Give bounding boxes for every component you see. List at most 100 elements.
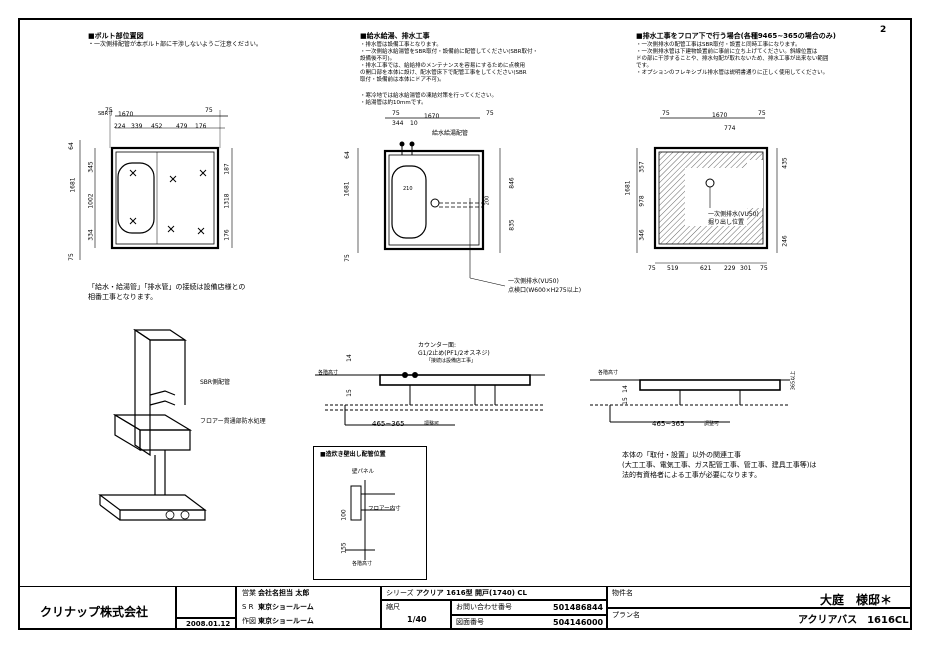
drawing-no-cell <box>451 615 607 630</box>
elev-right-365: 365以上 <box>790 370 797 391</box>
plan-value: アクリアバス 1616CL <box>798 615 909 626</box>
elev-dim-left-15: 15 <box>345 389 353 397</box>
elev-floor-right: 各階高寸 <box>598 370 619 376</box>
wall-pipe-box <box>313 446 427 580</box>
scale-cell <box>381 600 451 630</box>
floor-note-5: ・オプションのフレキシブル排水管は説明書通りに正しく使用してください。 <box>636 70 829 76</box>
floor-left-357: 357 <box>638 161 646 173</box>
sheet-number: 2 <box>880 25 887 35</box>
water-right-835: 835 <box>508 219 516 231</box>
property-label: 物件名 <box>612 589 633 597</box>
bolt-left-total: 1681 <box>69 177 77 193</box>
wall-box-bottom: 各階高寸 <box>352 561 373 567</box>
floor-left-978: 978 <box>638 195 646 207</box>
bolt-note: ・一次側排配管が本ボルト部に干渉しないようご注意ください。 <box>88 41 262 48</box>
floor-note-4: です。 <box>636 63 652 69</box>
bolt-left-top: 64 <box>67 142 75 150</box>
elev-range-left-suffix: 調整可 <box>424 421 440 427</box>
elevation-left-drawing <box>315 372 545 426</box>
floor-note-3: ドの部に干渉することや、排水勾配が取れないため、排水工事が出来ない範囲 <box>636 56 829 62</box>
elevation-right-drawing <box>590 379 790 423</box>
floor-left-346: 346 <box>638 229 646 241</box>
elev-thread-sub: 「接続は設備店工事」 <box>426 358 477 364</box>
contractor-note-2: (大工工事、電気工事、ガス配管工事、管工事、建具工事等)は <box>622 461 817 469</box>
row-label-2: S R <box>242 603 254 611</box>
floor-bottom-621: 621 <box>700 265 712 272</box>
wall-box-drawing <box>345 480 395 560</box>
plan-cell <box>607 608 912 630</box>
series-value: アクリア 1616型 開戸(1740) CL <box>416 589 527 597</box>
title-block: クリナップ株式会社 2008.01.12 営業 会社名担当 太郎 S R 東京シ… <box>18 586 912 630</box>
elev-range-left: 465~365 <box>372 420 405 428</box>
bolt-seg-5: 176 <box>195 123 207 130</box>
bolt-seg-3: 452 <box>151 123 163 130</box>
water-left-total: 1681 <box>343 181 351 197</box>
floor-seg-774: 774 <box>724 125 736 132</box>
row-value-2: 東京ショールーム <box>258 603 314 611</box>
joint-note-2: 相番工事となります。 <box>88 293 158 301</box>
water-note-7: ・寒冷地では給水給湯管の凍結対策を行ってください。 <box>360 93 498 99</box>
wall-box-title: ■造炊き壁出し配管位置 <box>320 451 386 458</box>
floor-drain-label: 一次側排水(VU50) <box>708 211 759 218</box>
iso-sbr-label: SBR側配管 <box>200 379 231 386</box>
water-pipe-label: 給水給湯配管 <box>432 130 469 137</box>
water-right-846: 846 <box>508 177 516 189</box>
floor-dim-side-r: 75 <box>758 110 766 117</box>
water-inner-210: 210 <box>403 186 413 192</box>
floor-title: ■排水工事をフロア下で行う場合(各種9465~365の場合のみ) <box>636 32 836 40</box>
water-dim-side: 75 <box>392 110 400 117</box>
bolt-right-seg-1: 187 <box>223 163 231 175</box>
date-cell <box>176 618 236 630</box>
water-inner-200: 200 <box>484 195 491 206</box>
elev-dim-right-14: 14 <box>621 385 629 393</box>
water-drain-sub: 点検口(W600×H275以上) <box>508 287 582 294</box>
water-title: ■給水給湯、排水工事 <box>360 32 430 40</box>
row-value-1: 会社名担当 太郎 <box>258 589 310 597</box>
water-left-75: 75 <box>343 254 351 262</box>
floor-plan-drawing <box>636 117 778 264</box>
inquiry-value: 501486844 <box>553 603 604 612</box>
iso-floor-label: フロアー貫通部防水処理 <box>200 418 266 425</box>
bolt-left-seg-3: 334 <box>87 229 95 241</box>
water-dim-total: 1670 <box>424 113 440 120</box>
property-cell <box>607 586 912 608</box>
bolt-seg-4: 479 <box>176 123 188 130</box>
drawing-date: 2008.01.12 <box>186 620 231 628</box>
plan-label: プラン名 <box>612 611 640 619</box>
elev-dim-right-15: 15 <box>621 397 629 405</box>
row-label-3: 作図 <box>242 617 256 625</box>
floor-bottom-75b: 75 <box>760 265 768 272</box>
water-note-3: 設備後不可)。 <box>360 56 396 62</box>
elev-range-right: 465~365 <box>652 420 685 428</box>
water-drain-label: 一次側排水(VU50) <box>508 278 559 285</box>
bolt-right-seg-3: 176 <box>223 229 231 241</box>
contractor-note-3: 法的有資格者による工事が必要になります。 <box>622 471 762 479</box>
water-left-64: 64 <box>343 151 351 159</box>
floor-drain-sub: 掘り出し位置 <box>708 219 745 226</box>
property-value: 大庭 様邸＊ <box>820 593 893 607</box>
joint-note-1: 「給水・給湯管」「排水管」の接続は設備店様との <box>88 283 246 291</box>
water-dim-side-r: 75 <box>486 110 494 117</box>
water-note-5: の開口部を本体に設け、配水管床下で配管工事をしてください(SBR <box>360 70 527 76</box>
elev-range-right-suffix: 調整可 <box>704 421 720 427</box>
water-note-1: ・排水管は設備工事となります。 <box>360 42 442 48</box>
elev-counter-label: カウンター面: <box>418 342 457 349</box>
floor-bottom-519: 519 <box>667 265 679 272</box>
row-label-1: 営業 <box>242 589 256 597</box>
water-note-2: ・一次側給水給湯管をSBR取付・設備前に配管してください(SBR取付・ <box>360 49 538 55</box>
floor-dim-side: 75 <box>662 110 670 117</box>
bolt-seg-2: 339 <box>131 123 143 130</box>
bolt-dim-side-left: 75 <box>105 107 113 114</box>
bolt-left-seg-1: 345 <box>87 161 95 173</box>
water-plan-drawing <box>357 117 506 287</box>
series-cell <box>381 586 607 600</box>
company-name: クリナップ株式会社 <box>40 605 149 619</box>
isometric-drawing <box>98 328 207 521</box>
drawing-no-value: 504146000 <box>553 618 604 627</box>
scale-label: 縮尺 <box>386 603 400 611</box>
water-note-4: ・排水工事では、給給排のメンテナンスを容易にするために点検用 <box>360 63 525 69</box>
bolt-title: ■ボルト部位置図 <box>88 32 144 40</box>
bolt-right-seg-2: 1318 <box>223 193 231 209</box>
inquiry-cell <box>451 600 607 615</box>
